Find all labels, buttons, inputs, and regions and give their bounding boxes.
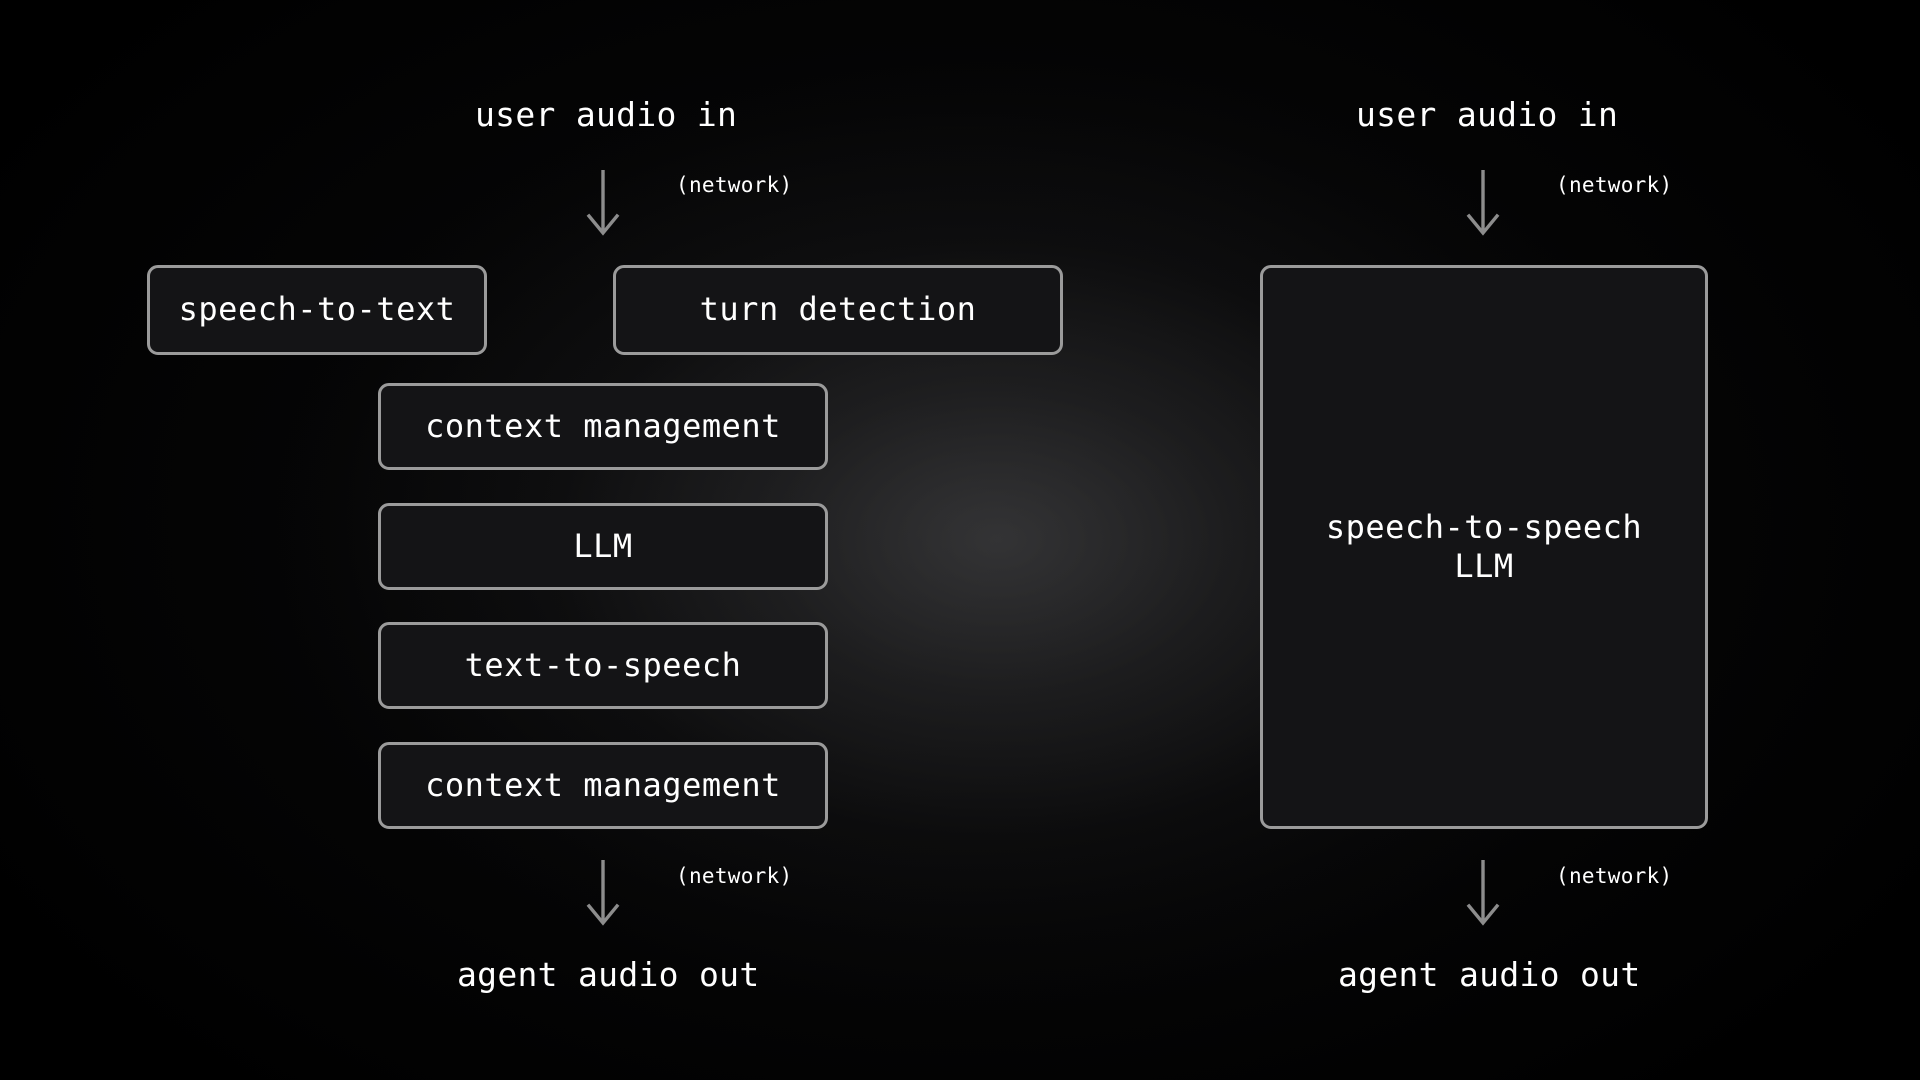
right-input-label: user audio in	[1356, 95, 1619, 134]
node-context-management-2[interactable]: context management	[378, 742, 828, 829]
left-output-network-label: (network)	[676, 864, 793, 888]
node-text-to-speech[interactable]: text-to-speech	[378, 622, 828, 709]
left-output-arrow	[580, 860, 626, 934]
left-input-arrow	[580, 170, 626, 244]
down-arrow-icon	[1466, 170, 1500, 236]
right-input-arrow	[1460, 170, 1506, 244]
down-arrow-icon	[586, 170, 620, 236]
node-speech-to-text[interactable]: speech-to-text	[147, 265, 487, 355]
right-output-label: agent audio out	[1338, 955, 1641, 994]
node-llm[interactable]: LLM	[378, 503, 828, 590]
node-context-management-1[interactable]: context management	[378, 383, 828, 470]
right-input-network-label: (network)	[1556, 173, 1673, 197]
right-output-network-label: (network)	[1556, 864, 1673, 888]
node-speech-to-speech-llm[interactable]: speech-to-speech LLM	[1260, 265, 1708, 829]
left-input-network-label: (network)	[676, 173, 793, 197]
left-output-label: agent audio out	[457, 955, 760, 994]
node-turn-detection[interactable]: turn detection	[613, 265, 1063, 355]
down-arrow-icon	[1466, 860, 1500, 926]
left-input-label: user audio in	[475, 95, 738, 134]
down-arrow-icon	[586, 860, 620, 926]
right-output-arrow	[1460, 860, 1506, 934]
